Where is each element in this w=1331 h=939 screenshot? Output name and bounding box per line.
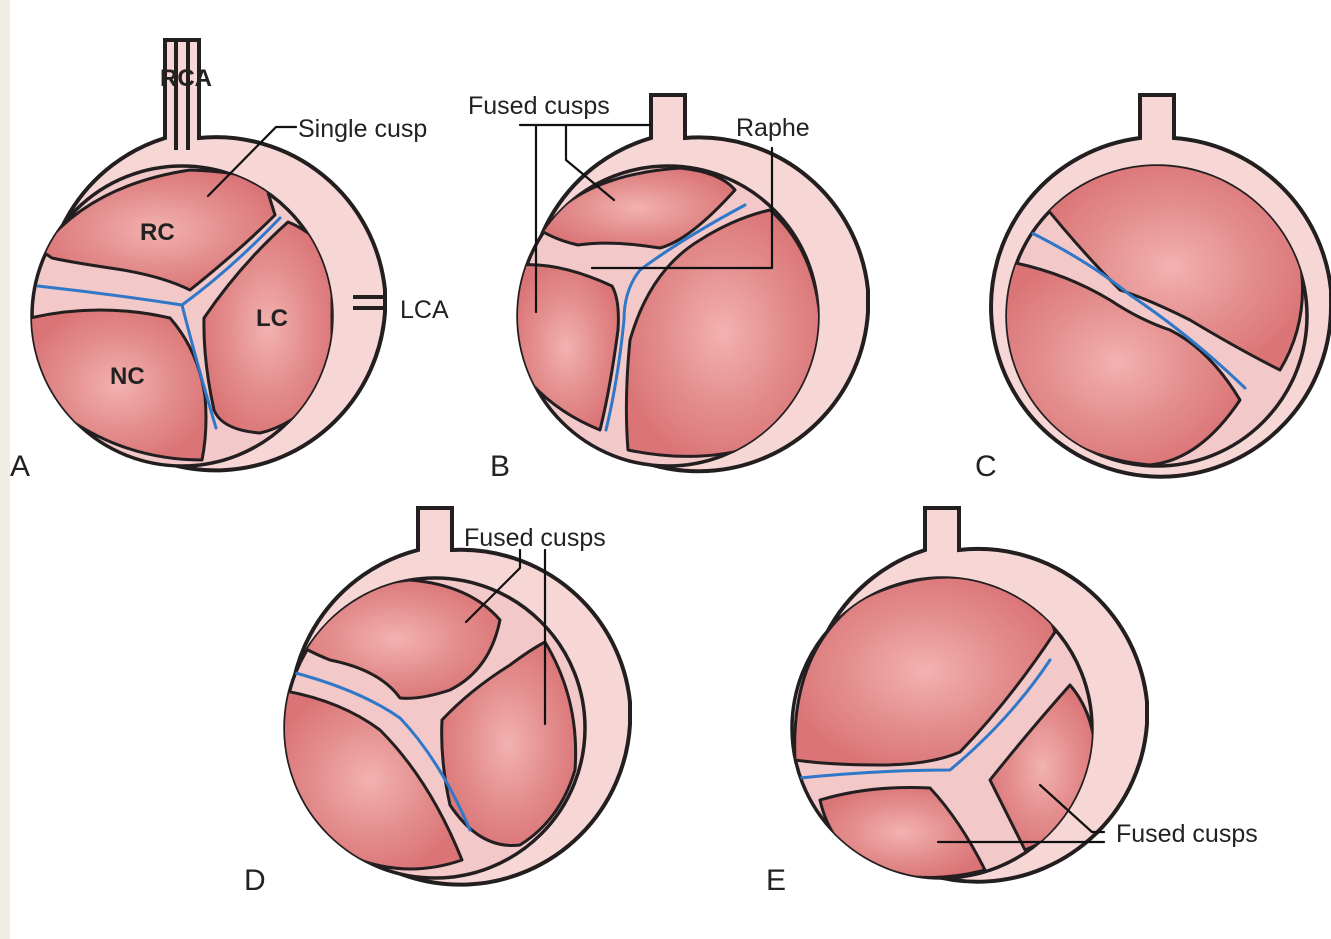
label-rc: RC xyxy=(140,219,175,246)
label-single-cusp: Single cusp xyxy=(298,115,427,143)
aortic-valve-figure: RCA Single cusp RC LC NC LCA A Fused cus… xyxy=(10,0,1331,939)
label-lca: LCA xyxy=(400,296,449,324)
cusp-b-left xyxy=(514,265,618,430)
panel-e: Fused cusps E xyxy=(766,508,1258,897)
panel-d: Fused cusps D xyxy=(244,508,630,897)
label-rca: RCA xyxy=(160,65,212,92)
panel-letter-d: D xyxy=(244,864,266,897)
panel-letter-e: E xyxy=(766,864,786,897)
panel-b: Fused cusps Raphe B xyxy=(468,92,868,483)
panel-c: C xyxy=(975,95,1331,483)
label-fused-cusps-b: Fused cusps xyxy=(468,92,610,120)
panel-a: RCA Single cusp RC LC NC LCA A xyxy=(10,40,449,483)
label-lc: LC xyxy=(256,305,288,332)
panel-letter-c: C xyxy=(975,450,997,483)
panel-letter-b: B xyxy=(490,450,510,483)
label-fused-cusps-e: Fused cusps xyxy=(1116,820,1258,848)
label-nc: NC xyxy=(110,363,145,390)
panel-letter-a: A xyxy=(10,450,30,483)
valve-diagram-svg: RCA Single cusp RC LC NC LCA A Fused cus… xyxy=(10,0,1331,939)
label-fused-cusps-d: Fused cusps xyxy=(464,524,606,552)
label-raphe: Raphe xyxy=(736,114,810,142)
